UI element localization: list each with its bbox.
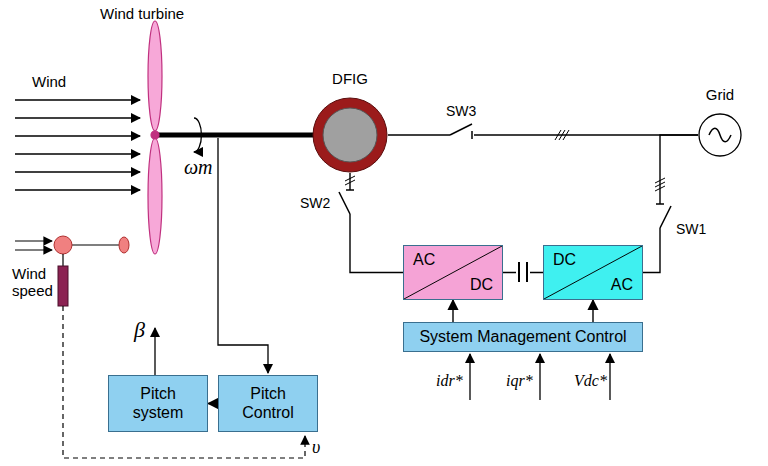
switch-sw1 <box>653 204 671 228</box>
speed-symbol: ωm <box>184 156 213 178</box>
node-text: Pitch Control <box>227 385 309 422</box>
turbine-title: Wind turbine <box>100 6 184 23</box>
wind-arrows <box>15 100 140 190</box>
three-phase-ticks <box>345 130 665 191</box>
node-text: DC <box>470 277 493 293</box>
connector <box>452 300 453 322</box>
switch-label: SW1 <box>676 222 706 237</box>
speed-feedback-wire <box>218 138 268 373</box>
turbine-shaft <box>158 135 314 136</box>
node-text: DFIG <box>332 71 368 86</box>
reference-inputs <box>470 354 610 400</box>
switch-sw3 <box>450 124 474 142</box>
signal-name: iqr* <box>506 372 533 390</box>
pitch-control-box: Pitch Control <box>218 375 318 432</box>
rotation-arrow <box>194 118 201 152</box>
node-text: AC <box>611 277 633 293</box>
grid-source: Grid <box>698 113 742 157</box>
node-text: Pitch system <box>117 385 199 422</box>
switch-label: SW3 <box>446 104 476 119</box>
node-text: AC <box>413 252 435 268</box>
connector <box>643 135 698 273</box>
dc-link-capacitor <box>516 262 530 282</box>
pitch-arrow <box>155 328 156 375</box>
management-control-box: System Management Control <box>403 322 643 352</box>
connector <box>592 300 593 322</box>
connector <box>350 173 403 273</box>
turbine-blades <box>148 21 162 254</box>
generator-symbol <box>312 97 388 173</box>
wind-speed-label: Wind speed <box>12 266 56 299</box>
pitch-system-box: Pitch system <box>108 375 208 432</box>
wind-label: Wind <box>32 74 66 91</box>
dfig-generator: DFIG <box>312 97 388 173</box>
grid-converter: DC AC <box>543 245 643 300</box>
switch-label: SW2 <box>300 196 330 211</box>
pitch-angle-symbol: β <box>134 318 145 342</box>
switch-sw2 <box>339 190 357 214</box>
rotor-converter: AC DC <box>403 245 503 300</box>
wind-speed-symbol: υ <box>312 438 320 458</box>
connector <box>208 403 218 404</box>
node-text: System Management Control <box>419 328 626 346</box>
signal-name: Vdc* <box>574 372 607 390</box>
node-text: DC <box>553 252 576 268</box>
signal-name: idr* <box>436 372 463 390</box>
connector <box>388 134 698 135</box>
grid-symbol <box>698 113 742 157</box>
node-text: Grid <box>706 87 734 102</box>
